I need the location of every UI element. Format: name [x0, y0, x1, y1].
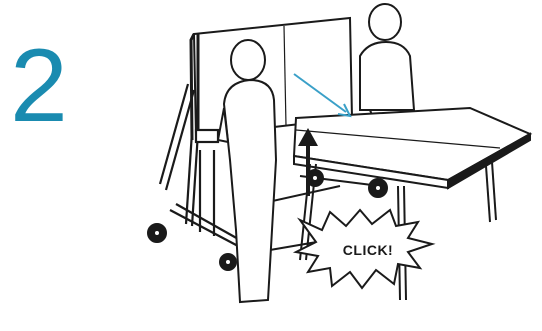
table-surface	[294, 108, 530, 188]
wheel-left-rear	[220, 254, 236, 270]
click-sound-label: CLICK!	[343, 242, 393, 258]
wheel-left	[148, 224, 166, 242]
person-back	[360, 4, 414, 115]
